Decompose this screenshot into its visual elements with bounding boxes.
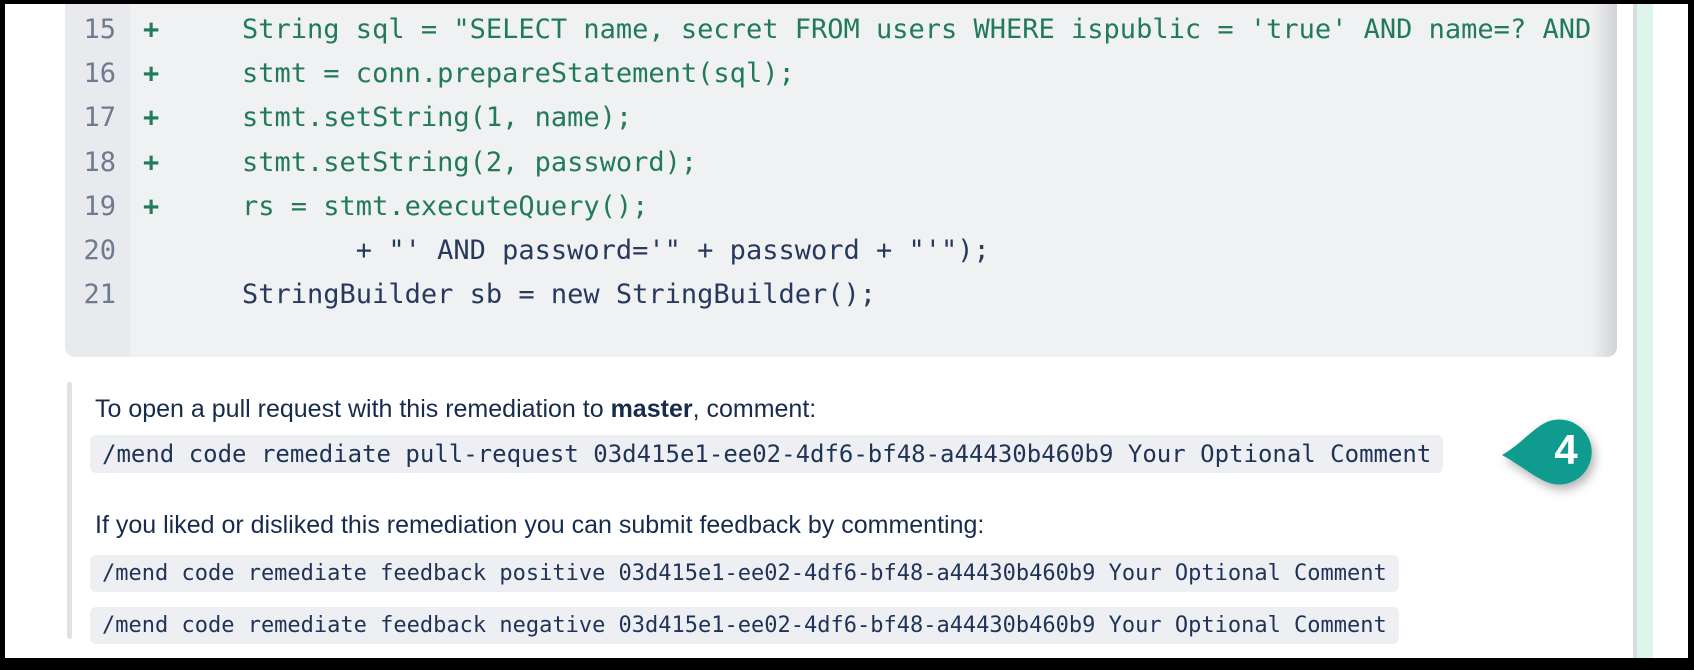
code-text: stmt = conn.prepareStatement(sql); (177, 58, 795, 90)
teal-pointer-icon (1502, 419, 1592, 485)
diff-add-marker: + (143, 58, 160, 90)
pull-request-command[interactable]: /mend code remediate pull-request 03d415… (90, 435, 1444, 473)
code-text: + "' AND password='" + password + "'"); (177, 234, 990, 266)
diff-line: 19 + rs = stmt.executeQuery(); (65, 185, 1617, 229)
diff-line: 15 + String sql = "SELECT name, secret F… (65, 8, 1617, 52)
diff-line: 16 + stmt = conn.prepareStatement(sql); (65, 52, 1617, 96)
diff-add-marker: + (143, 102, 160, 134)
line-number-gutter (65, 4, 130, 357)
diff-add-marker: + (143, 146, 160, 178)
code-text: stmt.setString(2, password); (177, 146, 698, 178)
feedback-instruction: If you liked or disliked this remediatio… (95, 511, 985, 539)
pull-request-instruction: To open a pull request with this remedia… (95, 392, 816, 426)
diff-add-marker: + (143, 190, 160, 222)
diff-rows: 15 + String sql = "SELECT name, secret F… (65, 8, 1617, 317)
line-number: 20 (83, 234, 116, 266)
diff-line: 21 StringBuilder sb = new StringBuilder(… (65, 273, 1617, 317)
instruction-text-prefix: To open a pull request with this remedia… (95, 395, 611, 423)
line-number: 19 (83, 190, 116, 222)
feedback-negative-command[interactable]: /mend code remediate feedback negative 0… (90, 607, 1399, 644)
scrollbar-strip[interactable] (1637, 4, 1653, 658)
code-text: String sql = "SELECT name, secret FROM u… (177, 14, 1592, 45)
code-text: StringBuilder sb = new StringBuilder(); (177, 279, 876, 311)
diff-line: 17 + stmt.setString(1, name); (65, 96, 1617, 140)
instruction-text-suffix: , comment: (692, 395, 817, 423)
step-number: 4 (1554, 426, 1578, 473)
step-4-annotation: 4 (1498, 413, 1605, 491)
line-number: 18 (83, 146, 116, 178)
diff-line: 20 + "' AND password='" + password + "'"… (65, 229, 1617, 273)
diff-add-marker: + (143, 14, 160, 45)
line-number: 17 (83, 102, 116, 134)
line-number: 21 (83, 279, 116, 311)
blockquote-bar (67, 382, 72, 639)
right-divider-line (1633, 4, 1637, 658)
code-text: rs = stmt.executeQuery(); (177, 190, 649, 222)
diff-line: 18 + stmt.setString(2, password); (65, 141, 1617, 185)
line-number: 16 (83, 58, 116, 90)
branch-name: master (610, 395, 693, 423)
code-text: stmt.setString(1, name); (177, 102, 633, 134)
diff-code-block[interactable]: 15 + String sql = "SELECT name, secret F… (65, 4, 1617, 357)
line-number: 15 (83, 14, 116, 45)
feedback-positive-command[interactable]: /mend code remediate feedback positive 0… (90, 555, 1399, 592)
